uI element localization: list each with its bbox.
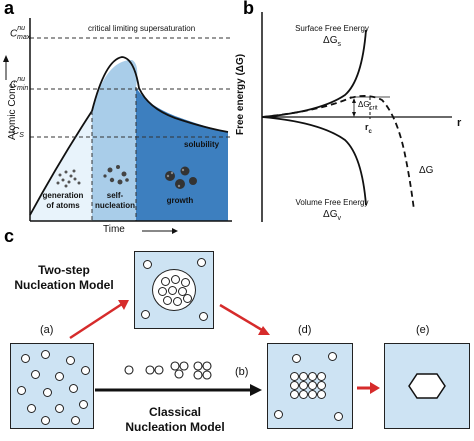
critical-label: critical limiting supersaturation [88,24,196,33]
label-e: (e) [416,324,430,336]
crystal-icon [408,373,446,399]
concentration-curve [29,56,229,216]
arrow-two-step-to-d [219,303,263,332]
total-curve [261,95,415,211]
dense-liquid-droplet [152,269,196,311]
box-two-step [134,251,214,329]
growth-icon [165,166,197,189]
crystal-lattice [290,372,334,408]
arrow-a-to-two-step [69,302,123,340]
box-d [267,343,353,429]
panel-a-xlabel: Time [103,224,125,235]
nuclei-icon [103,165,129,185]
stage2-label: self-nucleation [94,191,135,210]
label-a: (a) [40,324,54,336]
label-b: (b) [235,366,249,378]
panel-c-label: c [4,226,15,246]
box-e [384,343,470,429]
solubility-label: solubility [184,140,220,149]
panel-b-label: b [243,0,254,18]
stage1-region [30,111,92,221]
panel-a-label: a [4,0,15,18]
rc-label: rc [365,122,372,135]
cs-label: CS [12,126,24,139]
stage3-label: growth [166,196,194,205]
panel-b-xlabel: r [457,117,462,129]
stage3-region [136,87,228,221]
cmin-label: Cnumin [10,76,29,93]
crit-label: ΔGcrit [358,100,378,112]
box-a [10,343,94,429]
classical-clusters [124,361,212,380]
cmax-label: Cnumax [10,25,31,42]
volume-curve [261,116,367,206]
label-d: (d) [298,324,312,336]
total-label: ΔG [419,165,434,176]
atoms-icon [56,169,81,188]
